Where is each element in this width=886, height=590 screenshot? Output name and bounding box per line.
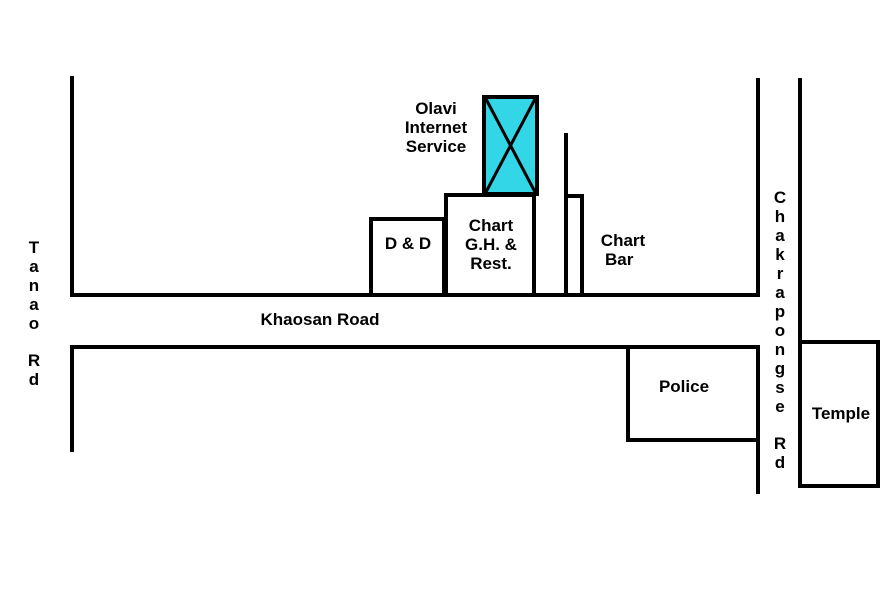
chakrapongse-road-letter: n	[774, 340, 786, 359]
chart-gh-label: Chart G.H. & Rest.	[448, 216, 534, 273]
chart-bar-label-line-2: Bar	[605, 250, 634, 269]
olavi-label-line-2: Internet	[404, 118, 468, 137]
tanao-road-letter: o	[28, 314, 40, 333]
tanao-road-letter: a	[29, 295, 39, 314]
khaosan-road-label: Khaosan Road	[260, 310, 380, 329]
chakrapongse-road-gap	[770, 416, 790, 434]
olavi-label-line-1: Olavi	[415, 99, 457, 118]
tanao-road-label: T a n a o R d	[24, 238, 44, 389]
temple-label: Temple	[811, 404, 871, 423]
chakrapongse-road-label: C h a k r a p o n g s e R d	[770, 188, 790, 472]
tanao-road-letter: n	[28, 276, 40, 295]
chakrapongse-road-letter: g	[774, 359, 786, 378]
chakrapongse-road-letter: a	[775, 283, 785, 302]
chakrapongse-road-letter: r	[776, 264, 784, 283]
tanao-road-letter: T	[28, 238, 40, 257]
chart-bar-label-line-1: Chart	[600, 231, 646, 250]
olavi-cross-line-2	[484, 98, 537, 193]
olavi-label: Olavi Internet Service	[388, 99, 484, 156]
temple-building	[800, 340, 880, 488]
chart-gh-label-line-3: Rest.	[470, 254, 512, 273]
police-label: Police	[658, 377, 710, 396]
tanao-road-letter: R	[27, 351, 41, 370]
chakrapongse-road-letter: d	[774, 453, 786, 472]
chart-bar-building	[568, 194, 584, 297]
dd-label: D & D	[384, 234, 432, 253]
chakrapongse-road-letter: R	[773, 434, 787, 453]
chakrapongse-road-letter: h	[774, 207, 786, 226]
chakrapongse-road-letter: a	[775, 226, 785, 245]
police-building	[626, 347, 760, 442]
tanao-road-gap	[24, 333, 44, 351]
chakrapongse-road-letter: o	[774, 321, 786, 340]
tanao-road-letter: d	[28, 370, 40, 389]
dd-building	[369, 217, 446, 297]
chart-gh-label-line-2: G.H. &	[465, 235, 517, 254]
chakrapongse-road-letter: k	[775, 245, 785, 264]
chart-gh-label-line-1: Chart	[468, 216, 514, 235]
chakrapongse-road-letter: s	[775, 378, 785, 397]
cross-box-icon	[482, 95, 539, 196]
chart-bar-label: Chart Bar	[588, 231, 658, 269]
chakrapongse-road-letter: e	[775, 397, 785, 416]
tanao-road-letter: a	[29, 257, 39, 276]
olavi-label-line-3: Service	[405, 137, 467, 156]
chakrapongse-road-letter: p	[774, 302, 786, 321]
chakrapongse-road-letter: C	[773, 188, 787, 207]
